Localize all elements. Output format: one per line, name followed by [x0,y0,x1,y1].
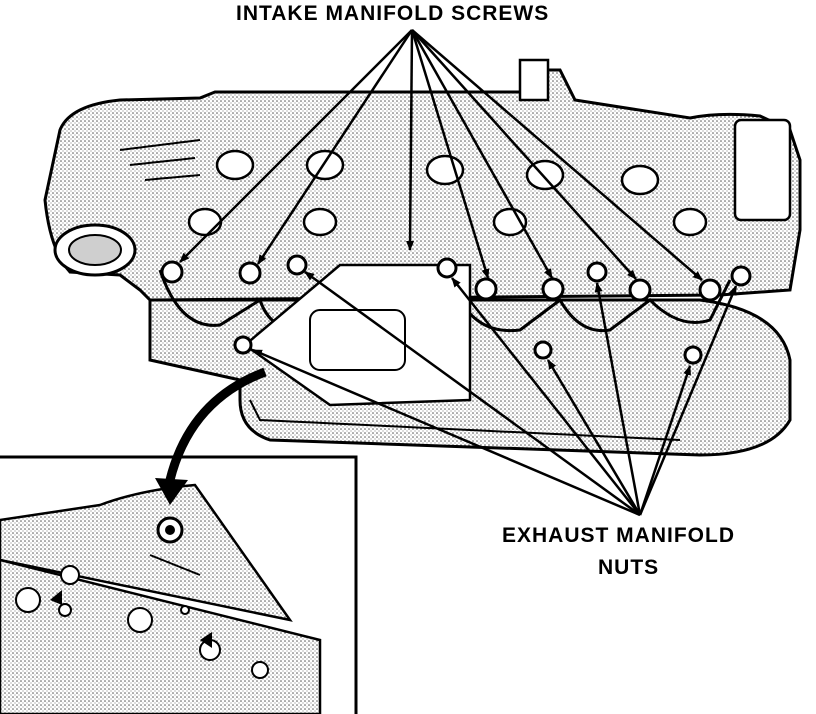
exhaust-nut [286,254,308,276]
intake-screw [628,278,652,302]
exhaust-nut [730,265,752,287]
exhaust-nuts [233,254,752,365]
exhaust-manifold-label: EXHAUST MANIFOLD [502,524,735,547]
exhaust-nut [683,345,703,365]
exhaust-nut [533,340,553,360]
intake-screw [541,277,565,301]
intake-screw [160,260,184,284]
exhaust-nut [586,261,608,283]
intake-leader-lines [179,29,703,281]
inset-callout-arrow [155,367,267,505]
intake-manifold-screws-label: INTAKE MANIFOLD SCREWS [236,2,550,25]
detail-inset [0,455,358,714]
exhaust-nut [436,257,458,279]
intake-screws [160,260,722,302]
exhaust-leader-lines [252,270,738,517]
intake-screw [238,261,262,285]
exhaust-nuts-label: NUTS [598,556,660,579]
intake-screw [698,278,722,302]
intake-manifold [43,58,802,333]
intake-screw [474,277,498,301]
exhaust-nut [233,335,253,355]
